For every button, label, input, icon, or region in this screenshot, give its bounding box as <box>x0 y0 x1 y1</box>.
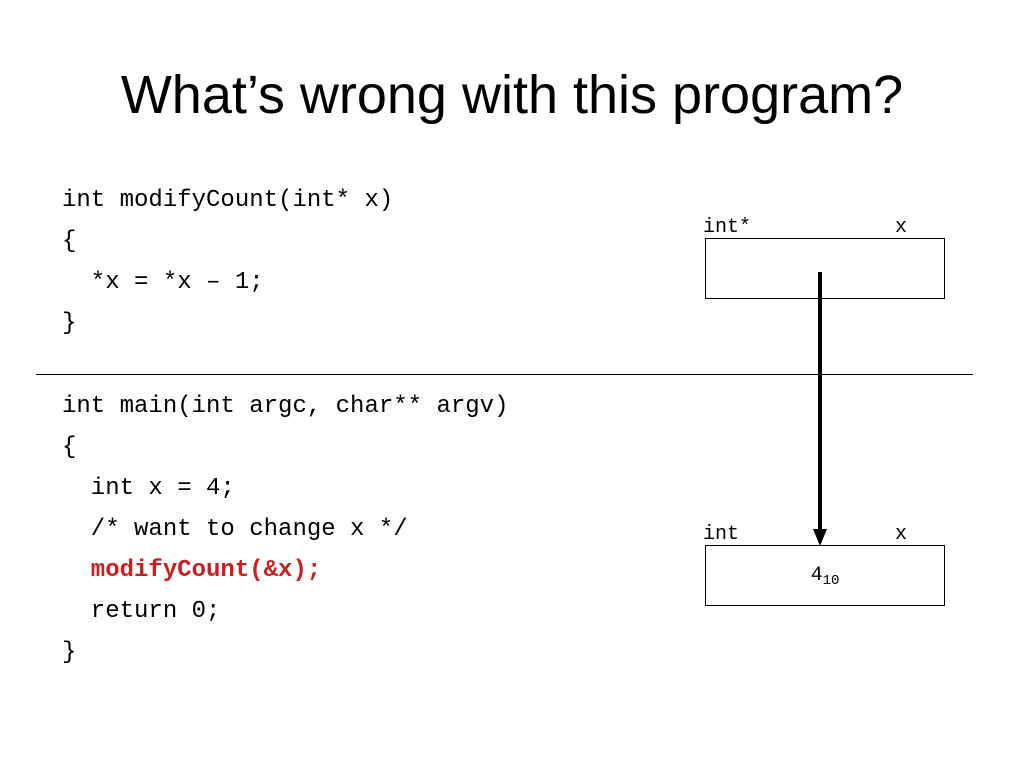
code-line: *x = *x – 1; <box>62 269 264 296</box>
section-divider <box>36 374 973 375</box>
pointer-variable-box <box>705 238 945 299</box>
int-variable-box: 410 <box>705 545 945 606</box>
slide-title: What’s wrong with this program? <box>120 65 904 125</box>
pointer-arrow-head <box>813 529 827 546</box>
int-value-number: 4 <box>810 564 823 587</box>
pointer-type-label: int* <box>703 216 752 239</box>
int-type-label: int <box>703 523 740 546</box>
int-name-label: x <box>895 523 908 546</box>
code-line: } <box>62 639 77 666</box>
int-value: 410 <box>706 564 944 593</box>
code-line: int main(int argc, char** argv) <box>62 393 509 420</box>
int-value-base: 10 <box>822 573 840 589</box>
code-line: { <box>62 228 77 255</box>
code-line: } <box>62 310 77 337</box>
code-line: int x = 4; <box>62 475 235 502</box>
code-line: { <box>62 434 77 461</box>
code-line: int modifyCount(int* x) <box>62 187 394 214</box>
highlighted-call-line: modifyCount(&x); <box>62 557 322 584</box>
pointer-name-label: x <box>895 216 908 239</box>
code-line: return 0; <box>62 598 221 625</box>
code-line: /* want to change x */ <box>62 516 408 543</box>
